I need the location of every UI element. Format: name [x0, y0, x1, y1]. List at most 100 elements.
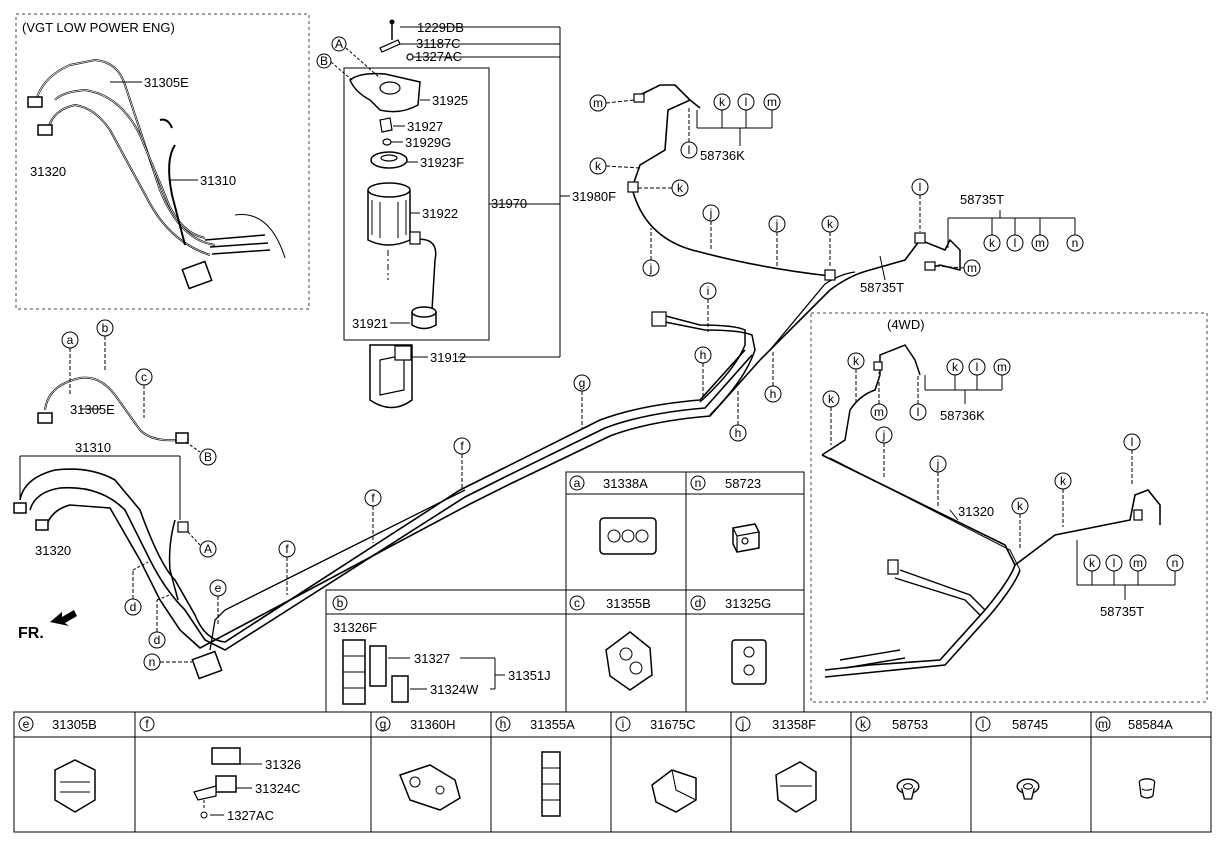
- svg-text:c: c: [574, 596, 580, 610]
- legend-b-sub-2: 31324W: [430, 682, 479, 697]
- svg-text:f: f: [371, 491, 375, 505]
- svg-text:l: l: [917, 405, 920, 419]
- legend-g-key: g: [375, 716, 391, 732]
- svg-text:k: k: [860, 717, 867, 731]
- fourwd-31320-label: 31320: [958, 504, 994, 519]
- legend-c-part: 31355B: [606, 596, 651, 611]
- svg-text:l: l: [982, 717, 985, 731]
- marker-e: e: [209, 579, 227, 625]
- svg-text:m: m: [767, 95, 777, 109]
- svg-text:l: l: [745, 95, 748, 109]
- legend-e-icon: [54, 759, 96, 813]
- wd-marker-n-bot: n: [1166, 554, 1184, 572]
- svg-text:n: n: [1172, 556, 1179, 570]
- svg-text:k: k: [827, 217, 834, 231]
- marker-n: n: [143, 653, 192, 671]
- marker-i: i: [699, 282, 717, 332]
- marker-m-top: m: [763, 93, 781, 111]
- wd-marker-j-2: j: [929, 455, 947, 508]
- legend-f-sub-2: 1327AC: [227, 808, 274, 823]
- marker-n-right: n: [1066, 234, 1084, 252]
- marker-f-1: f: [278, 540, 296, 595]
- svg-text:h: h: [700, 348, 707, 362]
- svg-text:d: d: [695, 596, 702, 610]
- callout-markers: a b c B A d d e n f f f g h h h i j j j …: [61, 93, 1084, 671]
- svg-text:b: b: [337, 596, 344, 610]
- svg-text:k: k: [989, 236, 996, 250]
- svg-text:m: m: [593, 96, 603, 110]
- svg-text:f: f: [145, 717, 149, 731]
- svg-text:g: g: [579, 376, 586, 390]
- vgt-31310-label: 31310: [200, 173, 236, 188]
- svg-text:h: h: [770, 387, 777, 401]
- main-31310-label: 31310: [75, 440, 111, 455]
- svg-text:j: j: [741, 717, 745, 731]
- legend-bottom-row: e 31305B f 31326 31324C 1327AC g 31360H …: [13, 711, 1212, 833]
- legend-h-key: h: [495, 716, 511, 732]
- fourwd-markers: k k m l k l m j j k k l k l m n: [822, 352, 1184, 572]
- marker-b: b: [96, 319, 114, 372]
- svg-text:k: k: [828, 392, 835, 406]
- svg-text:m: m: [1133, 556, 1143, 570]
- legend-f-key: f: [139, 716, 155, 732]
- vgt-31305e-label: 31305E: [144, 75, 189, 90]
- marker-h-2: h: [729, 390, 747, 442]
- legend-d-part: 31325G: [725, 596, 771, 611]
- marker-A-lower: A: [187, 531, 217, 558]
- svg-text:l: l: [976, 360, 979, 374]
- marker-f-2: f: [364, 489, 382, 543]
- legend-c-icon: [605, 631, 653, 691]
- svg-text:n: n: [695, 476, 702, 490]
- legend-h-icon: [541, 751, 561, 817]
- legend-m-part: 58584A: [1128, 717, 1173, 732]
- legend-c-key: c: [569, 595, 585, 611]
- legend-j-key: j: [735, 716, 751, 732]
- marker-h-1: h: [694, 346, 712, 400]
- marker-a-upper: A: [331, 36, 381, 79]
- svg-text:k: k: [719, 95, 726, 109]
- svg-text:a: a: [67, 333, 74, 347]
- legend-m-icon: [1138, 778, 1156, 799]
- legend-b-icons: [342, 639, 409, 705]
- legend-mid-table: a 31338A n 58723 b 31326F 31327 31324W 3…: [325, 471, 805, 713]
- svg-text:A: A: [335, 37, 343, 51]
- label-31187c: 31187C: [416, 36, 461, 51]
- legend-b-sub-1: 31327: [414, 651, 450, 666]
- svg-text:j: j: [649, 261, 653, 275]
- marker-m-right: m: [1031, 234, 1049, 252]
- svg-text:l: l: [1131, 435, 1134, 449]
- label-31970: 31970: [491, 196, 527, 211]
- main-fuel-tubes: 31305E 31310 31320 58736K: [13, 84, 1076, 680]
- svg-text:f: f: [285, 542, 289, 556]
- svg-text:h: h: [735, 426, 742, 440]
- legend-b-key: b: [332, 595, 348, 611]
- svg-text:k: k: [1017, 499, 1024, 513]
- label-31922: 31922: [422, 206, 458, 221]
- svg-text:l: l: [688, 143, 691, 157]
- svg-text:A: A: [204, 542, 212, 556]
- svg-text:g: g: [380, 717, 387, 731]
- wd-marker-m-top: m: [993, 358, 1011, 376]
- marker-k-top: k: [713, 93, 731, 111]
- svg-text:j: j: [882, 428, 886, 442]
- wd-marker-k-1: k: [847, 352, 865, 402]
- vgt-inset-title: (VGT LOW POWER ENG): [22, 20, 175, 35]
- svg-text:m: m: [1098, 717, 1108, 731]
- marker-k-right: k: [983, 234, 1001, 252]
- legend-d-key: d: [690, 595, 706, 611]
- marker-l-2: l: [911, 178, 929, 232]
- front-label: FR.: [18, 625, 44, 642]
- fourwd-58736k-label: 58736K: [940, 408, 985, 423]
- wd-marker-k-3: k: [1011, 497, 1029, 548]
- main-31320-label: 31320: [35, 543, 71, 558]
- legend-e-key: e: [18, 716, 34, 732]
- wd-marker-m-bot: m: [1129, 554, 1147, 572]
- legend-n-key: n: [690, 475, 706, 491]
- legend-h-part: 31355A: [530, 717, 575, 732]
- svg-text:h: h: [500, 717, 507, 731]
- legend-i-icon: [651, 769, 697, 813]
- legend-n-part: 58723: [725, 476, 761, 491]
- marker-l-top: l: [737, 93, 755, 111]
- marker-j-2: j: [702, 204, 720, 250]
